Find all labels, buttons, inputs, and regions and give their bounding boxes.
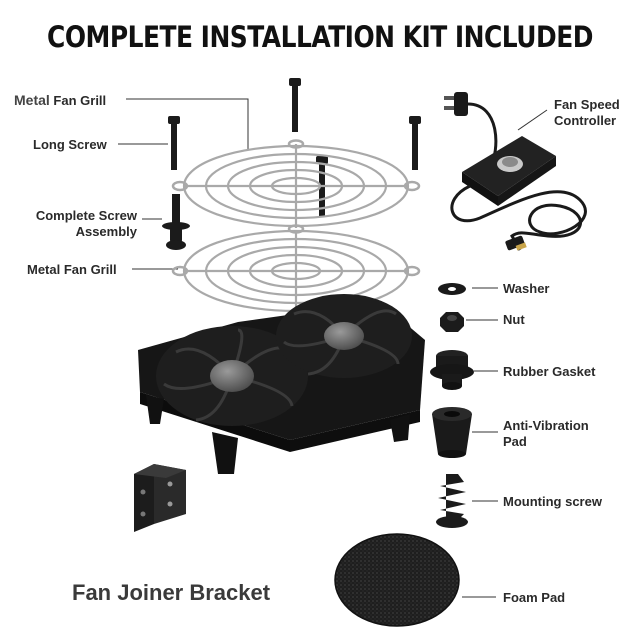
label-metal-word: Metal — [14, 92, 50, 108]
long-screw-3 — [409, 116, 421, 170]
anti-vibration-pad-icon — [432, 407, 472, 458]
fan-hub-left — [210, 360, 254, 392]
label-anti-vibration-line2: Pad — [503, 434, 527, 449]
washer-icon — [438, 283, 466, 295]
leader-controller — [517, 109, 548, 131]
long-screws — [168, 78, 421, 216]
label-mounting-screw: Mounting screw — [503, 494, 602, 509]
label-rubber-gasket: Rubber Gasket — [503, 364, 596, 379]
fan-speed-controller — [444, 92, 587, 251]
label-metal-fan-grill-top: Metal Fan Grill — [14, 92, 106, 109]
leader-fan-grill — [126, 98, 249, 150]
long-screw-4 — [316, 156, 328, 216]
metal-fan-grill-top — [171, 139, 421, 234]
label-metal-fan-grill: Metal Fan Grill — [27, 262, 117, 277]
metal-fan-grill-bottom — [171, 229, 421, 325]
label-fan-grill: Fan Grill — [53, 93, 107, 108]
label-complete-screw-assembly: Complete Screw Assembly — [22, 208, 137, 240]
mounting-screw-icon — [436, 474, 468, 528]
long-screw-2 — [168, 116, 180, 170]
fan-hub-right — [324, 322, 364, 350]
label-fan-joiner-bracket: Fan Joiner Bracket — [72, 580, 271, 605]
rubber-gasket-icon — [430, 350, 474, 390]
page-title: COMPLETE INSTALLATION KIT INCLUDED — [47, 20, 593, 54]
label-nut: Nut — [503, 312, 525, 327]
label-fan-speed-line2: Controller — [554, 113, 617, 128]
label-anti-vibration-pad: Anti-Vibration Pad — [503, 418, 589, 450]
complete-screw-assembly — [162, 194, 190, 250]
nut-icon — [440, 312, 464, 332]
fan-right — [276, 294, 412, 378]
long-screw-1 — [289, 78, 301, 132]
foam-pad-icon — [334, 533, 460, 627]
label-foam-pad: Foam Pad — [503, 590, 566, 605]
leader-lines — [118, 98, 548, 598]
label-complete-screw-line2: Assembly — [75, 224, 137, 239]
dual-fan — [138, 294, 425, 474]
label-fan-speed-controller: Fan Speed Controller — [554, 97, 620, 129]
label-fan-speed-line1: Fan Speed — [554, 97, 620, 112]
label-long-screw: Long Screw — [33, 137, 107, 152]
label-washer: Washer — [503, 281, 550, 296]
label-complete-screw-line1: Complete Screw — [35, 208, 137, 223]
label-anti-vibration-line1: Anti-Vibration — [503, 418, 589, 433]
fan-joiner-bracket-icon — [134, 464, 186, 532]
fan-left — [156, 326, 308, 426]
